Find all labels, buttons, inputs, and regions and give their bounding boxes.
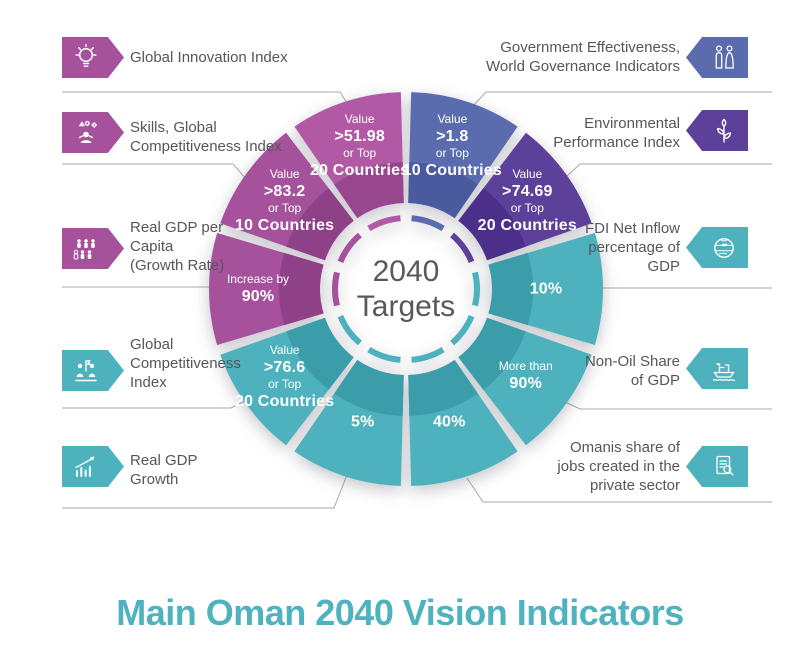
center-year: 2040: [372, 255, 440, 288]
wheel-inner-ring-arc: [367, 346, 401, 363]
wheel-segment-inner-band: [488, 252, 533, 326]
indicator-label: Skills, Global Competitiveness Index: [130, 119, 282, 155]
indicator-label: Global Competitiveness Index: [130, 336, 241, 391]
connector-line: [565, 163, 772, 178]
wheel-inner-ring-arc: [411, 346, 445, 363]
connector-line: [62, 163, 248, 181]
indicator-label: Environmental Performance Index: [553, 115, 680, 151]
wheel-inner-ring-arc: [450, 232, 475, 263]
indicator-label: Non-Oil Share of GDP: [584, 353, 680, 389]
wheel-segment-inner-band: [286, 188, 354, 261]
indicator-label: Omanis share of jobs created in the priv…: [557, 439, 680, 494]
center-word: Targets: [356, 290, 456, 323]
connector-line: [471, 91, 772, 108]
indicator-label: Global Innovation Index: [130, 49, 288, 66]
wheel-inner-ring-arc: [337, 315, 362, 346]
wheel-segment-inner-band: [408, 359, 478, 416]
wheel-inner-ring-arc: [367, 215, 401, 232]
connector-line: [62, 400, 246, 409]
wheel-segment-inner-band: [334, 162, 404, 219]
wheel-inner-ring-arc: [472, 271, 481, 307]
wheel-inner-ring-arc: [450, 315, 475, 346]
connector-line: [466, 477, 772, 503]
wheel-segment-inner-band: [458, 188, 526, 261]
wheel-inner-ring-arc: [337, 232, 362, 263]
indicator-label: FDI Net Inflow percentage of GDP: [584, 220, 680, 275]
wheel-segment-inner-band: [458, 317, 526, 390]
wheel-segment-inner-band: [279, 252, 324, 326]
wheel-segment-inner-band: [286, 317, 354, 390]
wheel-segment-inner-band: [334, 359, 404, 416]
wheel-inner-ring-arc: [331, 271, 340, 307]
wheel-center-label: 2040 Targets: [357, 254, 455, 324]
indicator-label: Real GDP per Capita (Growth Rate): [130, 219, 225, 274]
connector-line: [564, 401, 772, 410]
connector-line: [62, 474, 348, 509]
wheel-inner-ring-arc: [411, 215, 445, 232]
wheel-segment-inner-band: [408, 162, 478, 219]
page-title: Main Oman 2040 Vision Indicators: [116, 592, 684, 633]
indicator-label: Government Effectiveness, World Governan…: [486, 39, 680, 75]
indicator-label: Real GDP Growth: [130, 452, 198, 488]
